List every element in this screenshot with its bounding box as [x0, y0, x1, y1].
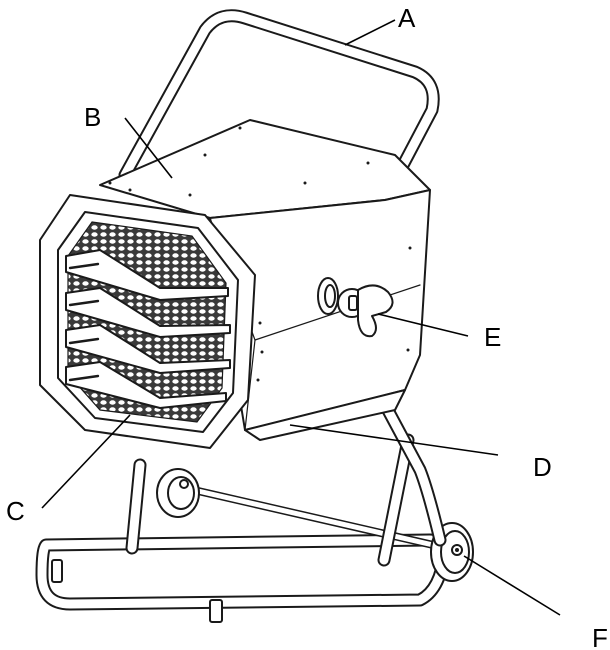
callout-B: B [84, 102, 101, 132]
heater-housing [99, 119, 431, 441]
base-frame [35, 433, 459, 623]
callout-labels: A B C D E F [6, 3, 608, 650]
callout-E: E [484, 322, 501, 352]
tilt-knob [317, 277, 394, 338]
callout-D: D [533, 452, 552, 482]
callout-A: A [398, 3, 416, 33]
leader-lines [41, 19, 561, 616]
front-grille [39, 194, 256, 449]
callout-F: F [592, 623, 608, 650]
callout-C: C [6, 496, 25, 526]
rear-wheel [156, 468, 200, 518]
